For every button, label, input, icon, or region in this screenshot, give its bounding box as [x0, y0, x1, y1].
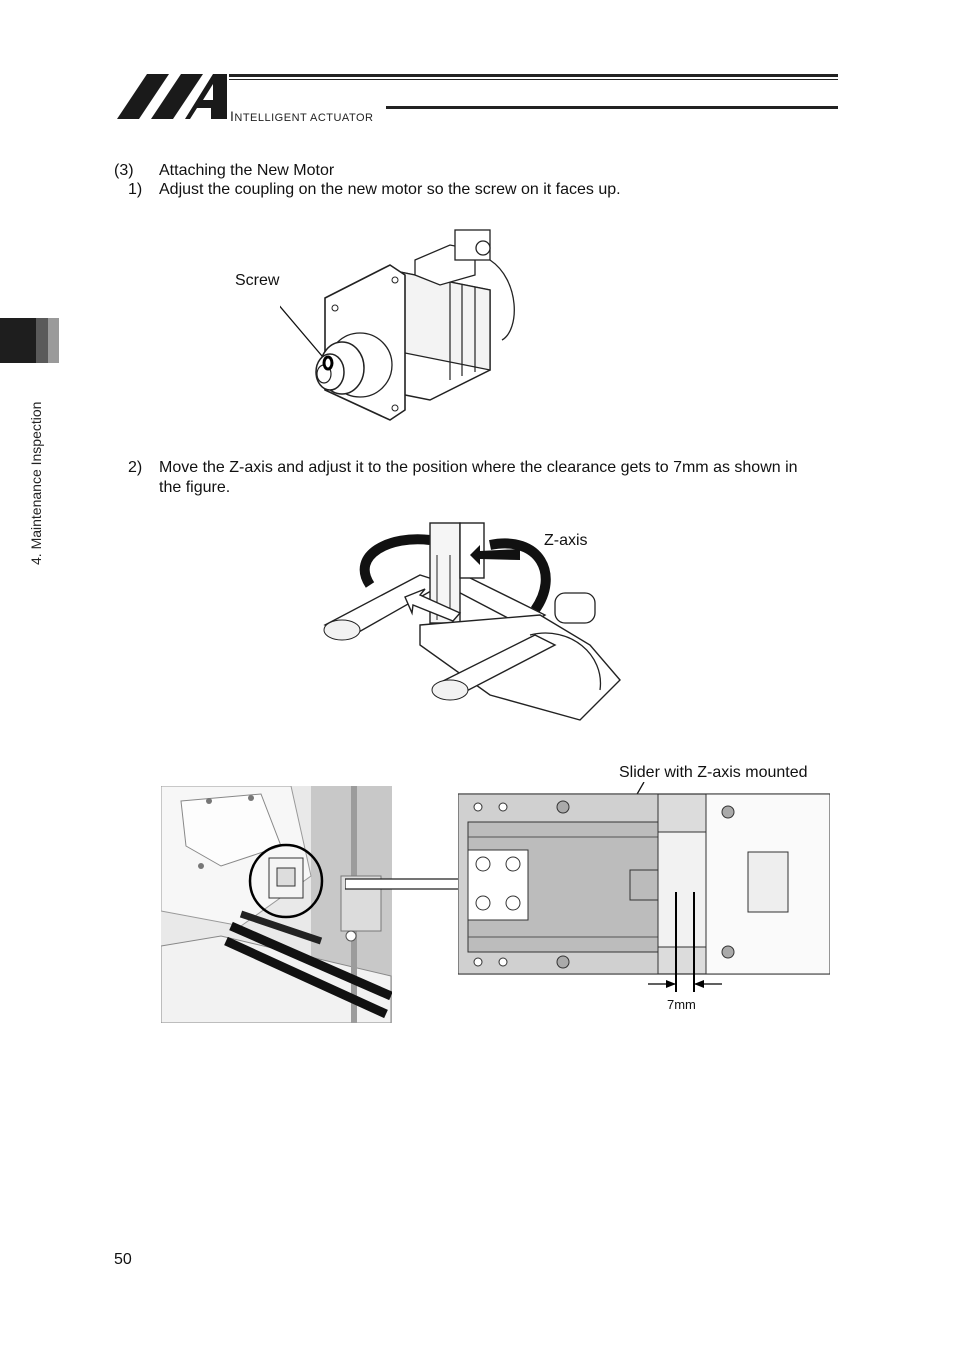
step-1-number: 1): [128, 181, 143, 198]
screw-label: Screw: [235, 272, 280, 289]
slider-label: Slider with Z-axis mounted: [619, 764, 808, 781]
step-2-text-line1: Move the Z-axis and adjust it to the pos…: [159, 459, 798, 476]
header-rule-bottom: [386, 106, 838, 109]
clearance-label: 7mm: [667, 997, 696, 1012]
section-number: (3): [114, 162, 134, 179]
robot-figure: [323, 522, 621, 721]
iai-logo: [117, 74, 227, 119]
step-2-text-line2: the figure.: [159, 479, 231, 496]
motor-figure: [280, 229, 515, 421]
side-tab-accent-light: [48, 318, 59, 363]
header-rule-top: [229, 74, 838, 77]
section-title: Attaching the New Motor: [159, 162, 335, 179]
slider-photo: [161, 786, 392, 1023]
side-tab-accent: [36, 318, 48, 363]
step-2-number: 2): [128, 459, 143, 476]
side-tab-label: 4. Maintenance Inspection: [28, 401, 44, 565]
header-rule-top-thin: [229, 79, 838, 80]
side-tab-block: [0, 318, 36, 363]
step-1-text: Adjust the coupling on the new motor so …: [159, 181, 621, 198]
page-number: 50: [114, 1251, 132, 1268]
z-axis-label: Z-axis: [544, 532, 588, 549]
brand-name: INTELLIGENT ACTUATOR: [230, 108, 374, 124]
slider-top-view: [458, 782, 830, 992]
